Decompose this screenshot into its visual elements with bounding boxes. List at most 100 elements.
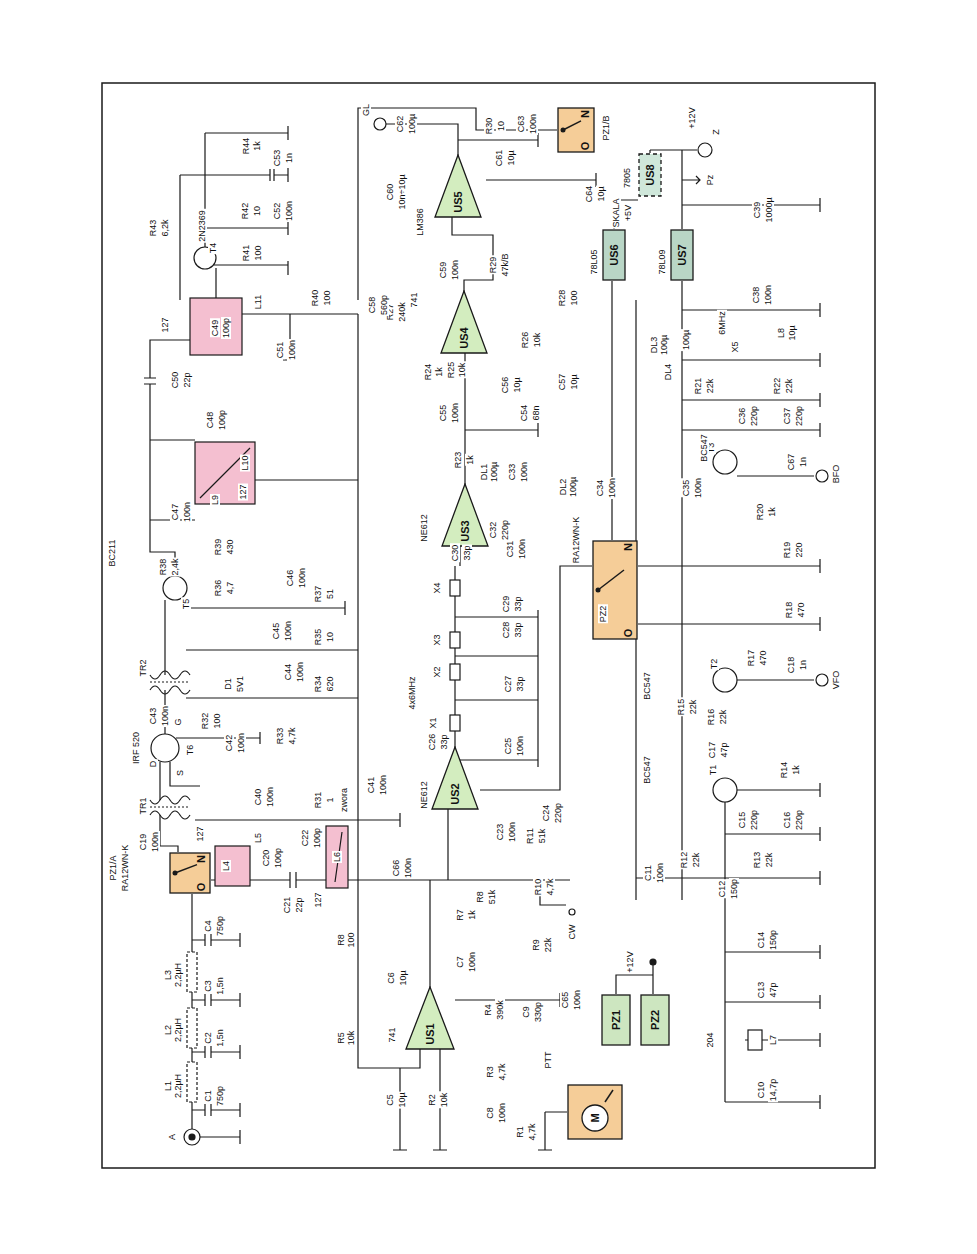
part-label: 5V1 <box>235 675 245 693</box>
part-label: 10k <box>532 332 542 349</box>
part-label: C41 <box>366 776 376 795</box>
node-outline <box>639 154 661 196</box>
part-label: Z <box>711 128 721 136</box>
part-label: T2 <box>709 658 719 671</box>
part-label: 1k <box>467 909 477 921</box>
part-label: D <box>148 760 158 769</box>
part-label: C19 <box>138 833 148 852</box>
microphone-box: M <box>567 1084 623 1140</box>
part-label: DL1 <box>479 463 489 482</box>
part-label: 100n <box>182 501 192 523</box>
node-outline <box>563 121 581 130</box>
text-slot: N <box>622 543 634 551</box>
part-label: 2,2µH <box>173 1017 183 1043</box>
node-label: US4 <box>458 327 470 348</box>
part-label: G <box>173 717 183 726</box>
part-label: R36 <box>213 579 223 598</box>
part-label: 620 <box>325 675 335 692</box>
part-label: R8 <box>336 933 346 947</box>
part-label: 51k <box>487 889 497 906</box>
part-label: R16 <box>706 708 716 727</box>
part-label: C18 <box>786 656 796 675</box>
part-label: 47p <box>768 981 778 998</box>
relay-coil-box: PZ2 <box>640 994 670 1046</box>
part-label: R3 <box>485 1065 495 1079</box>
part-label: C31 <box>505 540 515 559</box>
part-label: 4,7k <box>287 726 297 745</box>
part-label: X1 <box>428 716 438 729</box>
part-label: C43 <box>148 707 158 726</box>
part-label: 150p <box>768 929 778 951</box>
part-label: 10µ <box>506 149 516 166</box>
part-label: 22k <box>543 937 553 954</box>
part-label: L6 <box>332 851 342 863</box>
part-label: C3 <box>203 979 213 993</box>
part-label: C44 <box>283 663 293 682</box>
part-label: R12 <box>679 851 689 870</box>
part-label: 204 <box>705 1031 715 1048</box>
text-slot: US3 <box>459 520 471 541</box>
part-label: C12 <box>717 880 727 899</box>
node-label: O <box>622 628 634 637</box>
part-label: L1 <box>163 1080 173 1092</box>
part-label: C11 <box>643 864 653 882</box>
part-label: 51 <box>325 588 335 600</box>
part-label: R2 <box>427 1093 437 1107</box>
part-label: BC211 <box>107 539 117 568</box>
part-label: C65 <box>560 991 570 1010</box>
node-outline <box>596 588 601 593</box>
part-label: PZ2 <box>598 605 608 624</box>
part-label: C14 <box>756 931 766 950</box>
part-label: 220p <box>500 519 510 541</box>
node-text-holder: PZ2 <box>640 994 670 1046</box>
part-label: C13 <box>756 981 766 1000</box>
node-label: US3 <box>459 520 471 541</box>
part-label: 100p <box>221 317 231 339</box>
part-label: 47k/B <box>500 252 510 277</box>
part-label: C6 <box>386 971 396 985</box>
regulator-box: US7 <box>670 229 694 281</box>
part-label: 1n <box>284 152 294 164</box>
part-label: C49 <box>210 319 220 338</box>
part-label: 22p <box>294 896 304 913</box>
part-label: C24 <box>541 804 551 823</box>
part-label: 127 <box>238 483 248 500</box>
part-label: C4 <box>203 919 213 933</box>
part-label: 100n <box>607 477 617 499</box>
part-label: BFO <box>831 464 841 485</box>
part-label: C27 <box>503 675 513 694</box>
relay-contact-box: NO <box>169 852 211 894</box>
part-label: 100n <box>160 705 170 727</box>
node-label: US8 <box>644 164 656 185</box>
part-label: R17 <box>746 649 756 668</box>
part-label: 220p <box>749 405 759 427</box>
part-label: 100n <box>528 113 538 135</box>
part-label: C48 <box>205 411 215 430</box>
part-label: C21 <box>282 896 292 915</box>
part-label: 10µ <box>512 376 522 393</box>
part-label: R19 <box>782 541 792 560</box>
part-label: 100n <box>265 786 275 808</box>
part-label: C34 <box>595 479 605 498</box>
part-label: C20 <box>261 849 271 868</box>
part-label: C25 <box>503 737 513 756</box>
part-label: 100n <box>497 1102 507 1124</box>
node-text-holder: US6 <box>602 229 626 281</box>
text-slot: M <box>589 1114 601 1123</box>
part-label: C56 <box>500 376 510 395</box>
node-label: US6 <box>608 244 620 265</box>
node-text-holder: US8 <box>638 153 662 197</box>
part-label: 10k <box>346 1030 356 1047</box>
part-label: 100 <box>346 931 356 948</box>
part-label: C26 <box>427 733 437 752</box>
text-slot: US8 <box>644 165 656 186</box>
part-label: 100n <box>507 821 517 843</box>
part-label: C66 <box>391 859 401 878</box>
part-label: 10µ <box>787 324 797 341</box>
part-label: C2 <box>203 1031 213 1045</box>
opamp-triangle: US4 <box>440 290 488 354</box>
part-label: 220p <box>749 809 759 831</box>
part-label: 750p <box>215 1085 225 1107</box>
part-label: R14 <box>779 761 789 780</box>
part-label: VFO <box>831 670 841 691</box>
